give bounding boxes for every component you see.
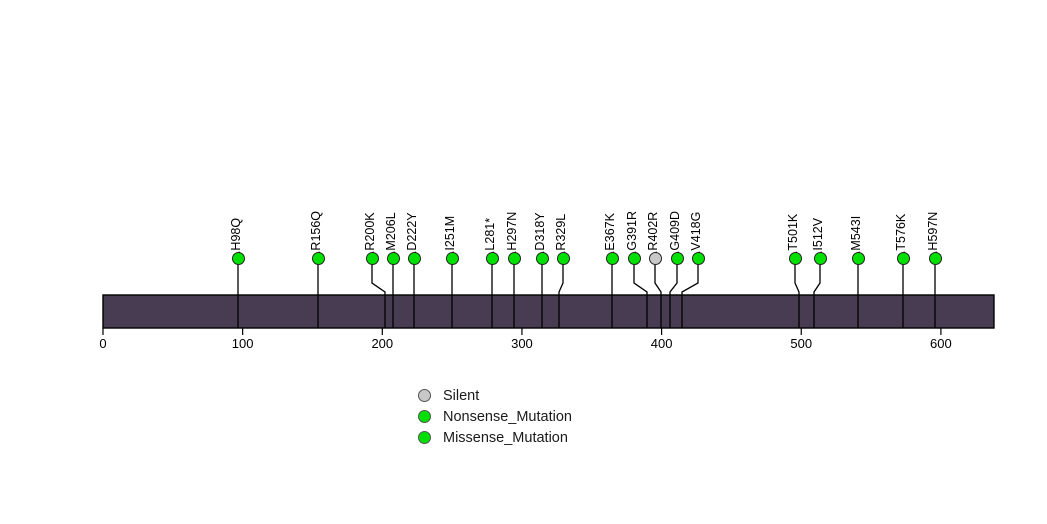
legend-item[interactable]: Nonsense_Mutation [418, 406, 572, 427]
legend-color-swatch [418, 431, 431, 444]
axis-tick-label: 600 [930, 336, 952, 351]
mutation-marker[interactable] [788, 251, 802, 265]
mutation-stem [813, 264, 821, 328]
mutation-stem [654, 264, 662, 328]
mutation-stem [558, 264, 564, 328]
legend-label: Missense_Mutation [443, 429, 568, 446]
protein-domain-bar [102, 294, 995, 329]
axis-tick-label: 200 [371, 336, 394, 351]
axis-tick-label: 300 [511, 336, 533, 351]
mutation-marker[interactable] [556, 251, 570, 265]
mutation-marker[interactable] [507, 251, 521, 265]
mutation-marker[interactable] [407, 251, 421, 265]
mutation-marker[interactable] [231, 251, 245, 265]
legend-color-swatch [418, 410, 431, 423]
mutation-marker[interactable] [648, 251, 662, 265]
axis-tick-label: 100 [231, 336, 254, 351]
mutation-stem [633, 264, 648, 328]
legend-item[interactable]: Missense_Mutation [418, 427, 572, 448]
legend-label: Silent [443, 387, 480, 404]
legend-item[interactable]: Silent [418, 385, 572, 406]
mutation-marker[interactable] [813, 251, 827, 265]
mutation-marker[interactable] [445, 251, 459, 265]
mutation-stem [794, 264, 800, 328]
axis-tick-label: 400 [650, 336, 673, 351]
mutation-stem [371, 264, 386, 328]
mutation-marker[interactable] [670, 251, 684, 265]
mutation-marker[interactable] [485, 251, 499, 265]
mutation-marker[interactable] [311, 251, 325, 265]
mutation-stem [669, 264, 678, 328]
mutation-marker[interactable] [365, 251, 379, 265]
legend-label: Nonsense_Mutation [443, 408, 572, 425]
mutation-marker[interactable] [851, 251, 865, 265]
mutation-stem [681, 264, 699, 328]
axis-tick-label: 0 [99, 336, 107, 351]
mutation-marker[interactable] [691, 251, 705, 265]
mutation-marker[interactable] [386, 251, 400, 265]
mutation-marker[interactable] [627, 251, 641, 265]
mutation-marker[interactable] [605, 251, 619, 265]
mutation-marker[interactable] [896, 251, 910, 265]
mutation-marker[interactable] [928, 251, 942, 265]
mutation-marker[interactable] [535, 251, 549, 265]
axis-tick-label: 500 [790, 336, 813, 351]
legend-color-swatch [418, 389, 431, 402]
